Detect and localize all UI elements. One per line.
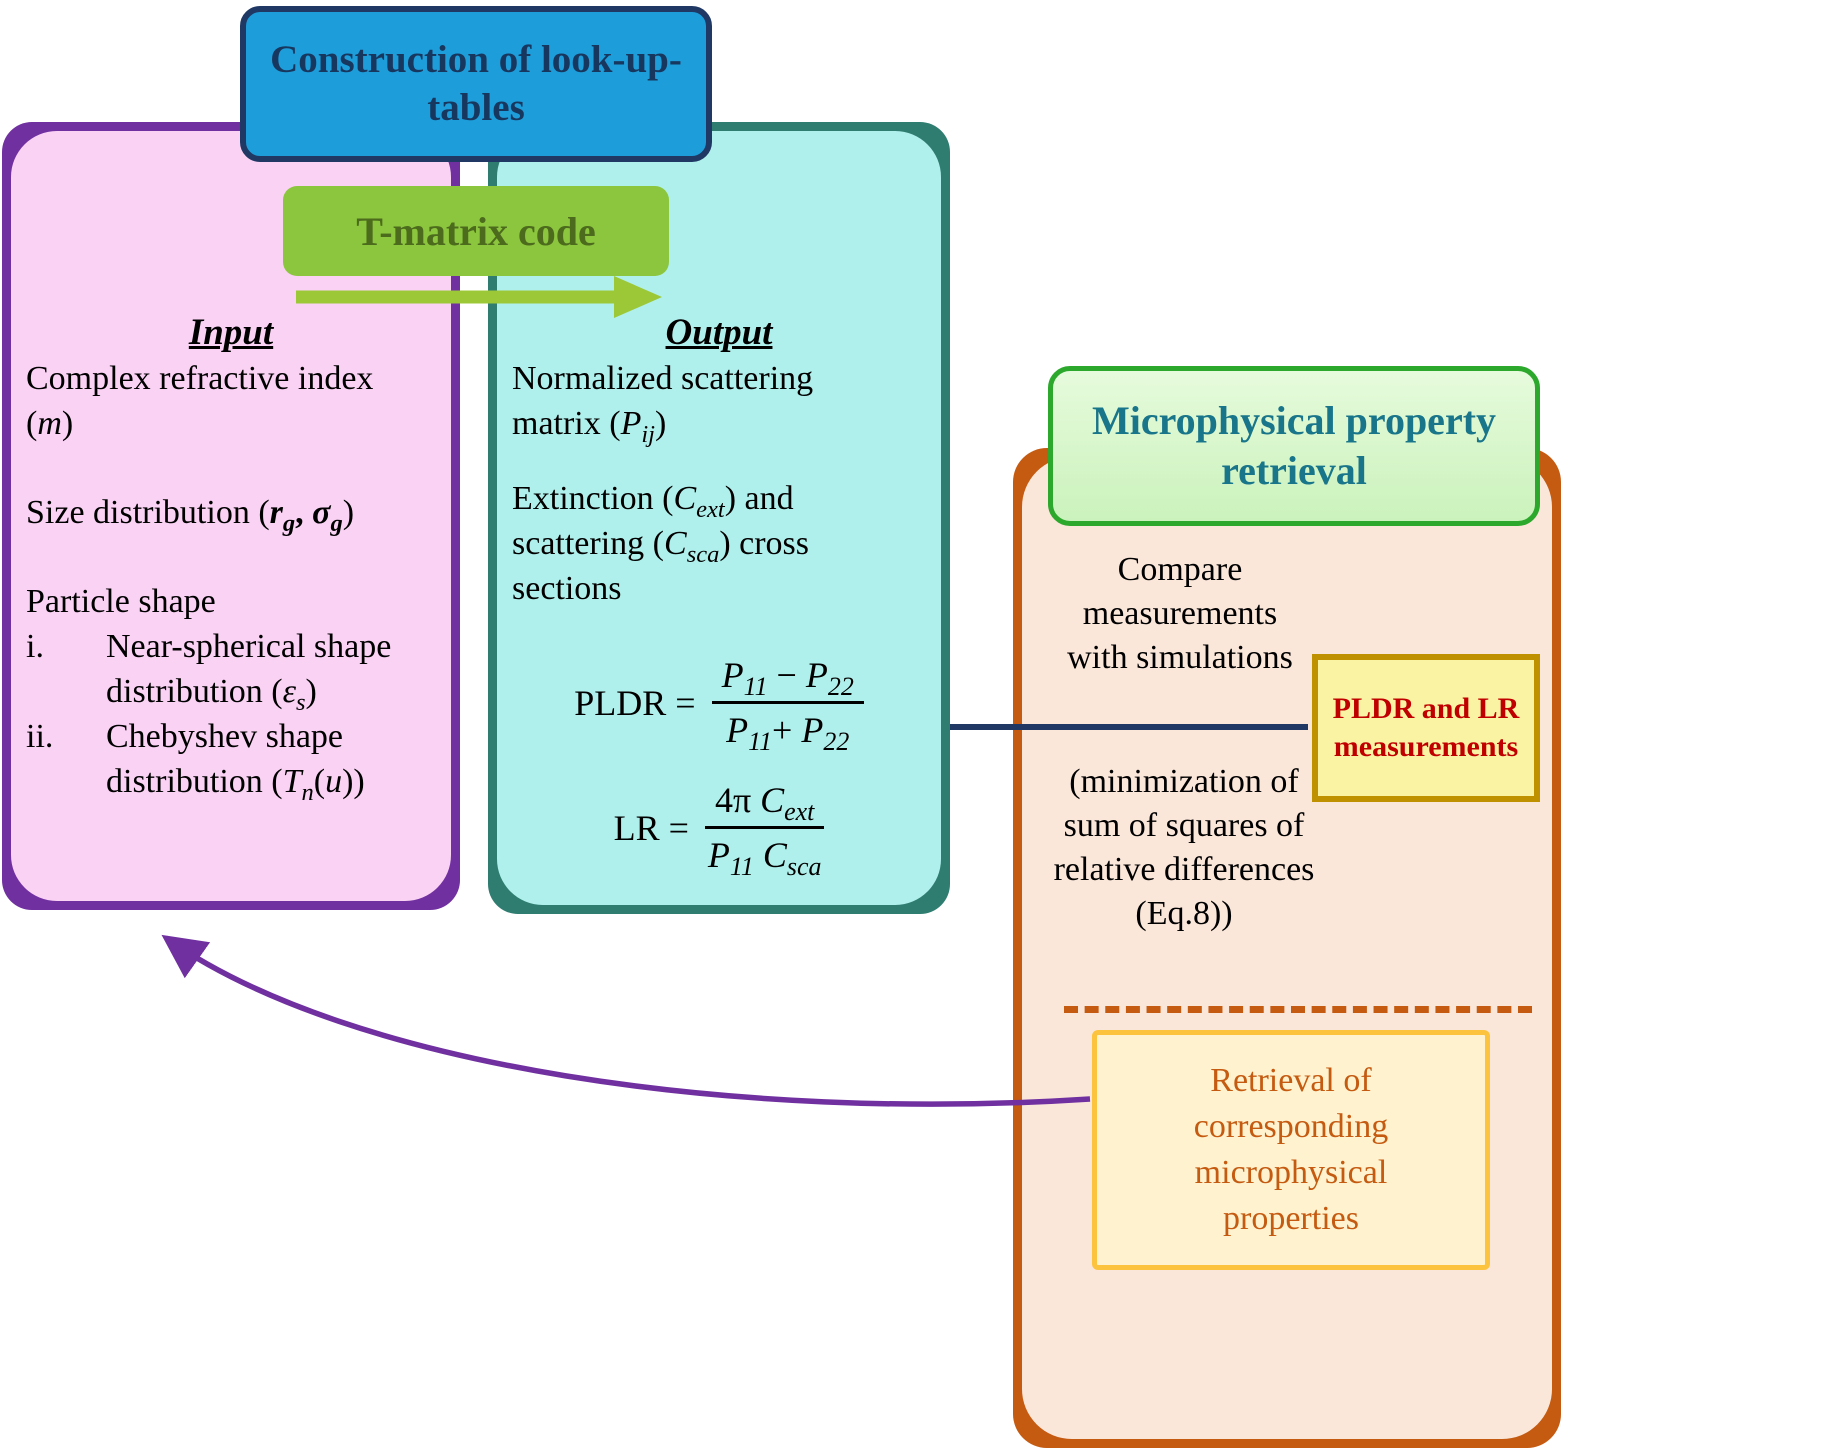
size-distribution-text: Size distribution (rg, σg) <box>26 494 355 537</box>
lut-title-box: Construction of look-up- tables <box>240 6 712 162</box>
compare-text: Compare measurements with simulations <box>1067 551 1293 676</box>
output-heading: Output <box>665 312 773 353</box>
lr-numerator: 4π Cext <box>704 778 825 829</box>
retrieval-panel-body <box>1022 457 1552 1439</box>
pldr-numerator: P11 − P22 <box>711 653 864 704</box>
input-panel-content: Input Complex refractive index(m) Size d… <box>26 122 436 806</box>
lr-fraction: 4π Cext P11 Csca <box>704 778 825 882</box>
list-numeral-i: i. <box>26 628 44 665</box>
lr-denominator: P11 Csca <box>707 835 822 882</box>
refractive-index-text: Complex refractive index(m) <box>26 360 374 442</box>
pldr-denominator: P11+ P22 <box>726 710 850 757</box>
retrieval-header-box: Microphysical property retrieval <box>1048 366 1540 526</box>
feedback-arrow <box>161 934 1091 1107</box>
pldr-equation: PLDR = P11 − P22 P11+ P22 <box>512 653 926 757</box>
minimization-text: (minimization of sum of squares of relat… <box>1053 763 1315 932</box>
pldr-fraction: P11 − P22 P11+ P22 <box>711 653 864 757</box>
lr-equation-lhs: LR = <box>613 807 689 848</box>
tmatrix-box: T-matrix code <box>283 186 669 276</box>
result-box: Retrieval of corresponding microphysical… <box>1092 1030 1490 1270</box>
measurements-box: PLDR and LR measurements <box>1312 654 1540 802</box>
particle-shape-label: Particle shape <box>26 583 216 620</box>
retrieval-panel: Compare measurements with simulations (m… <box>1013 448 1561 1448</box>
lr-equation: LR = 4π Cext P11 Csca <box>512 778 926 882</box>
dashed-separator <box>1064 1006 1532 1013</box>
list-numeral-ii: ii. <box>26 718 54 755</box>
input-heading: Input <box>188 312 274 353</box>
pldr-equation-lhs: PLDR = <box>574 682 696 723</box>
